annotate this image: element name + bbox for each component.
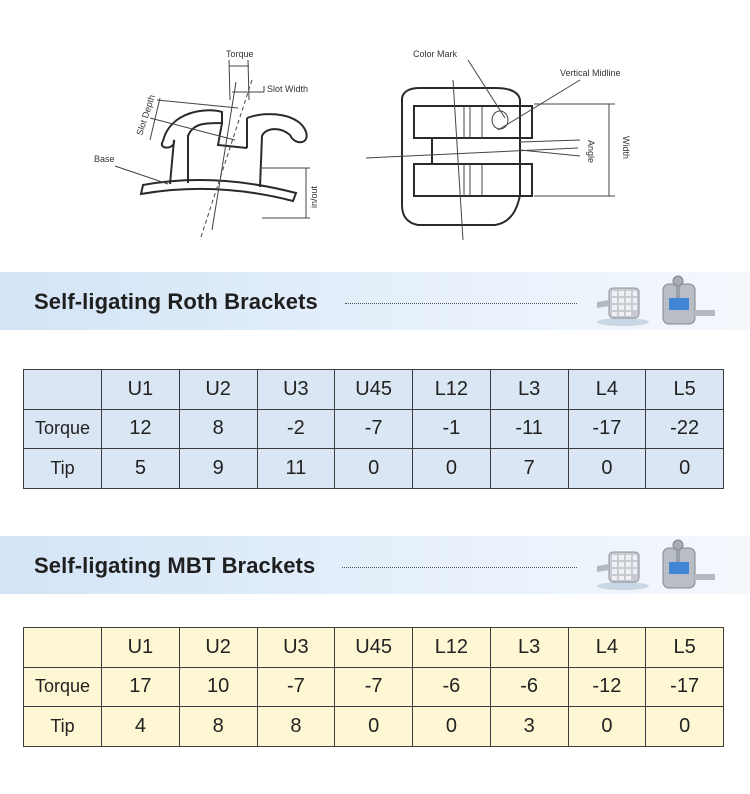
table-cell: -12 — [567, 666, 647, 708]
mbt-bracket-table: U1 U2 U3 U45 L12 L3 L4 L5 Torque 17 10 -… — [23, 627, 724, 747]
table-cell: -11 — [489, 408, 569, 450]
bracket-left-wing-shape — [162, 109, 223, 183]
bracket-right-wing-shape — [246, 113, 308, 188]
bracket-slot-shape — [216, 122, 248, 149]
color-mark-dot-shape — [491, 110, 509, 130]
width-label: Width — [621, 136, 631, 159]
table-cell: -7 — [334, 666, 413, 708]
table-cell: 0 — [645, 448, 724, 489]
table-cell: 17 — [101, 666, 180, 708]
table-cell: -22 — [645, 408, 724, 450]
table-cell: 11 — [256, 448, 336, 489]
in-out-label: in/out — [309, 185, 319, 208]
table-row: Torque 12 8 -2 -7 -1 -11 -17 -22 — [23, 408, 724, 450]
table-cell: 0 — [412, 706, 491, 747]
angle-label: Angle — [586, 140, 596, 163]
table-header-cell: U1 — [101, 369, 180, 410]
banner-divider — [345, 303, 577, 304]
table-header-cell: L3 — [489, 369, 569, 410]
table-header-cell — [23, 369, 102, 410]
table-cell: -6 — [412, 666, 491, 708]
bracket-base-shape — [139, 179, 298, 203]
roth-bracket-table: U1 U2 U3 U45 L12 L3 L4 L5 Torque 12 8 -2… — [23, 369, 724, 489]
bracket-dimension-diagram: Torque Slot Width Slot Depth Base in/out… — [94, 49, 631, 241]
table-header-cell: U3 — [256, 369, 336, 410]
table-header-cell: L12 — [412, 369, 491, 410]
table-header-row: U1 U2 U3 U45 L12 L3 L4 L5 — [23, 369, 724, 410]
table-header-cell: U45 — [334, 369, 413, 410]
table-cell: 0 — [412, 448, 491, 489]
table-cell: 8 — [178, 408, 258, 450]
table-cell: -17 — [567, 408, 647, 450]
row-label: Torque — [23, 408, 102, 450]
table-cell: 8 — [256, 706, 336, 747]
table-header-row: U1 U2 U3 U45 L12 L3 L4 L5 — [23, 627, 724, 668]
row-label: Tip — [23, 448, 102, 489]
vertical-midline-label: Vertical Midline — [560, 68, 621, 78]
roth-section-title: Self-ligating Roth Brackets — [34, 289, 318, 314]
table-header-cell: U45 — [334, 627, 413, 668]
table-header-cell: L5 — [645, 369, 724, 410]
slot-depth-label: Slot Depth — [134, 94, 156, 137]
table-header-cell: L4 — [567, 369, 647, 410]
table-cell: 4 — [101, 706, 180, 747]
table-cell: 0 — [334, 448, 413, 489]
table-cell: 0 — [567, 706, 647, 747]
table-header-cell: L12 — [412, 627, 491, 668]
mbt-section-title: Self-ligating MBT Brackets — [34, 553, 316, 578]
table-cell: 12 — [101, 408, 180, 450]
table-header-cell: L5 — [645, 627, 724, 668]
table-cell: -1 — [412, 408, 491, 450]
row-label: Tip — [23, 706, 102, 747]
table-header-cell: U3 — [256, 627, 336, 668]
table-cell: -2 — [256, 408, 336, 450]
slot-width-label: Slot Width — [267, 84, 308, 94]
base-label: Base — [94, 154, 115, 164]
banner-divider — [342, 567, 577, 568]
table-header-cell: U1 — [101, 627, 180, 668]
table-cell: 3 — [489, 706, 569, 747]
bracket-product-icon — [597, 539, 715, 590]
table-cell: 0 — [334, 706, 413, 747]
bracket-upper-tie-wing-shape — [413, 105, 533, 139]
table-cell: 7 — [489, 448, 569, 489]
table-row: Tip 5 9 11 0 0 7 0 0 — [23, 448, 724, 489]
row-label: Torque — [23, 666, 102, 708]
table-cell: -7 — [256, 666, 336, 708]
table-cell: 10 — [178, 666, 258, 708]
table-cell: 8 — [178, 706, 258, 747]
table-header-cell: L3 — [489, 627, 569, 668]
bracket-product-icon — [597, 275, 715, 326]
torque-label: Torque — [226, 49, 254, 59]
table-cell: -17 — [645, 666, 724, 708]
table-cell: -7 — [334, 408, 413, 450]
table-row: Torque 17 10 -7 -7 -6 -6 -12 -17 — [23, 666, 724, 708]
bracket-front-outline-shape — [401, 87, 521, 226]
roth-section-banner: Self-ligating Roth Brackets — [0, 272, 750, 330]
table-header-cell: U2 — [178, 627, 258, 668]
table-header-cell — [23, 627, 102, 668]
table-cell: -6 — [489, 666, 569, 708]
color-mark-label: Color Mark — [413, 49, 458, 59]
mbt-section-banner: Self-ligating MBT Brackets — [0, 536, 750, 594]
table-header-cell: L4 — [567, 627, 647, 668]
table-header-cell: U2 — [178, 369, 258, 410]
table-cell: 5 — [101, 448, 180, 489]
table-cell: 0 — [567, 448, 647, 489]
table-cell: 0 — [645, 706, 724, 747]
bracket-lower-tie-wing-shape — [413, 163, 533, 197]
table-row: Tip 4 8 8 0 0 3 0 0 — [23, 706, 724, 747]
table-cell: 9 — [178, 448, 258, 489]
